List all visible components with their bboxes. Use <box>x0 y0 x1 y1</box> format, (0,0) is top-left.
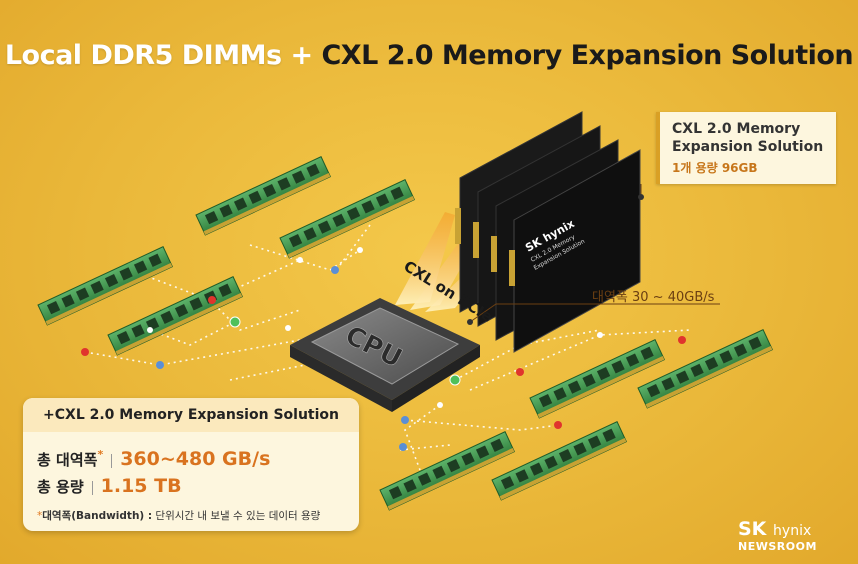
divider <box>111 453 113 468</box>
cxl-callout-line1: CXL 2.0 Memory <box>672 121 801 137</box>
total-bandwidth-row: 총 대역폭* 360~480 GB/s <box>37 448 270 470</box>
footnote-term: 대역폭(Bandwidth) : <box>42 510 153 522</box>
cxl-callout-line2: Expansion Solution <box>672 139 824 155</box>
callout-accent-bar <box>656 112 660 184</box>
sk-hynix-newsroom-logo: SK hynix NEWSROOM <box>738 518 848 553</box>
page-title: Local DDR5 DIMMs + CXL 2.0 Memory Expans… <box>0 40 858 71</box>
title-plus: + <box>290 40 313 71</box>
cxl-module-callout: CXL 2.0 Memory Expansion Solution 1개 용량 … <box>656 112 836 184</box>
ddr5-dimm <box>107 276 244 356</box>
bandwidth-label: 대역폭 30 ~ 40GB/s <box>592 290 715 305</box>
ddr5-dimm <box>491 421 628 501</box>
ddr5-dimm <box>195 156 332 236</box>
title-part1: Local DDR5 DIMMs <box>4 40 282 71</box>
total-bandwidth-label: 총 대역폭 <box>37 451 98 469</box>
cxl-callout-capacity: 1개 용량 96GB <box>672 161 758 175</box>
summary-heading: +CXL 2.0 Memory Expansion Solution <box>23 398 359 432</box>
cxl-memory-cards: SK hynix CXL 2.0 Memory Expansion Soluti… <box>455 111 641 353</box>
ddr5-dimm <box>279 179 416 259</box>
total-capacity-row: 총 용량 1.15 TB <box>37 475 182 497</box>
logo-sk: SK <box>738 518 767 540</box>
bandwidth-footnote-marker: * <box>97 448 104 461</box>
footnote-text: 단위시간 내 보낼 수 있는 데이터 용량 <box>152 510 321 522</box>
total-capacity-value: 1.15 TB <box>100 475 182 497</box>
logo-newsroom: NEWSROOM <box>738 540 817 553</box>
cpu-chip: CPU <box>290 298 480 412</box>
total-bandwidth-value: 360~480 GB/s <box>120 448 271 470</box>
ddr5-dimm-group <box>37 156 774 511</box>
connector-dots <box>81 247 686 451</box>
title-part2: CXL 2.0 Memory Expansion Solution <box>321 40 854 71</box>
ddr5-dimm <box>379 431 516 511</box>
callout-lines <box>467 184 720 325</box>
logo-hynix: hynix <box>773 523 812 539</box>
bandwidth-footnote: *대역폭(Bandwidth) : 단위시간 내 보낼 수 있는 데이터 용량 <box>37 508 320 523</box>
ddr5-dimm <box>637 329 774 409</box>
footnote-star: * <box>37 510 43 522</box>
total-capacity-label: 총 용량 <box>37 478 84 496</box>
ddr5-dimm <box>37 246 174 326</box>
divider <box>91 480 93 495</box>
ddr5-dimm <box>529 339 666 419</box>
summary-box: +CXL 2.0 Memory Expansion Solution 총 대역폭… <box>23 398 359 531</box>
